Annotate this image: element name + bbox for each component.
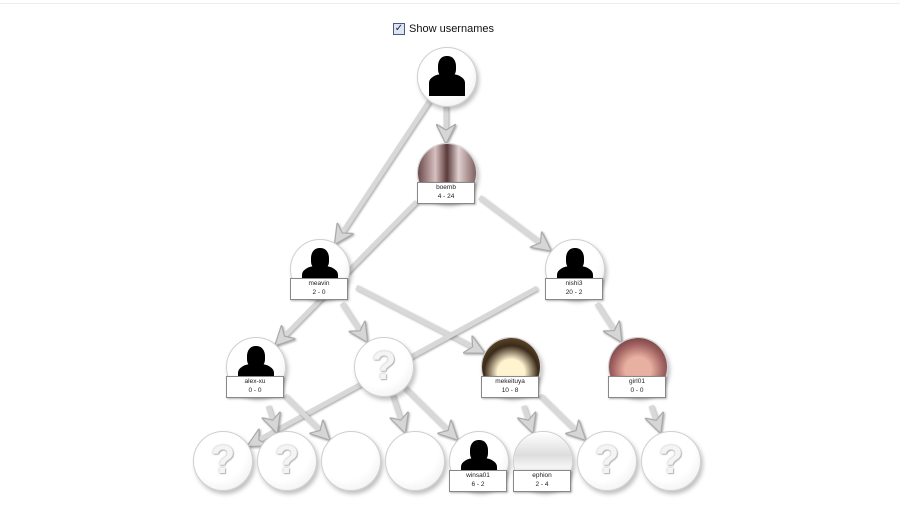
arrow (478, 195, 549, 249)
username: girl01 (629, 378, 645, 385)
score: 2 - 0 (312, 288, 326, 296)
score: 0 - 0 (248, 386, 262, 394)
question-mark-icon: ? (594, 438, 620, 482)
arrow (594, 301, 620, 339)
score: 6 - 2 (471, 480, 485, 488)
player-node-unknown[interactable]: ? (193, 431, 253, 491)
username: boemb (436, 184, 456, 191)
score: 10 - 8 (501, 386, 519, 394)
username: ephion (532, 472, 552, 479)
username: meavin (308, 280, 330, 287)
arrow (283, 393, 327, 438)
player-node-unknown[interactable]: ? (354, 337, 414, 397)
score: 2 - 4 (535, 480, 549, 488)
show-usernames-toggle[interactable]: ✓ Show usernames (393, 23, 494, 35)
arrow (402, 385, 455, 437)
score: 20 - 2 (565, 288, 583, 296)
top-divider (0, 3, 900, 4)
arrow (355, 284, 481, 351)
question-mark-icon: ? (658, 438, 684, 482)
arrow (268, 405, 276, 430)
player-node-unknown[interactable]: ? (641, 431, 701, 491)
arrow (392, 393, 404, 429)
user-silhouette-icon (429, 56, 465, 96)
username: nishi3 (565, 280, 583, 287)
arrow (524, 404, 532, 430)
arrow (538, 393, 583, 437)
player-node-empty[interactable] (385, 431, 445, 491)
question-mark-icon: ? (371, 344, 397, 388)
username: winsa01 (466, 472, 490, 479)
score: 0 - 0 (630, 386, 644, 394)
player-node-empty[interactable] (321, 431, 381, 491)
arrow (337, 99, 432, 241)
arrow (651, 404, 659, 430)
arrow (339, 301, 366, 339)
player-node-silhouette[interactable] (417, 47, 477, 107)
show-usernames-checkbox[interactable]: ✓ (393, 23, 405, 35)
username: alex-xu (244, 378, 266, 385)
player-node-unknown[interactable]: ? (577, 431, 637, 491)
player-node-unknown[interactable]: ? (257, 431, 317, 491)
show-usernames-label: Show usernames (409, 23, 494, 35)
question-mark-icon: ? (274, 438, 300, 482)
username: mekeituya (495, 378, 525, 385)
score: 4 - 24 (437, 192, 455, 200)
question-mark-icon: ? (210, 438, 236, 482)
